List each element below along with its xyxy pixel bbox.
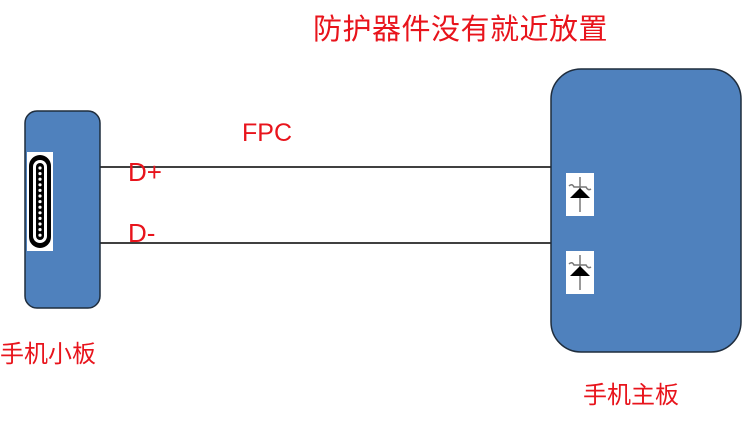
main-board [550, 68, 742, 353]
tvs-diode-icon [566, 251, 594, 294]
small-board-label: 手机小板 [0, 340, 96, 368]
usb-pin-dot [38, 222, 42, 226]
usb-pin-dot [38, 194, 42, 198]
d-minus-label: D- [128, 218, 156, 248]
usb-pin-dot [38, 183, 42, 187]
usb-c-connector-icon [27, 152, 53, 251]
diagram-title: 防护器件没有就近放置 [313, 12, 609, 46]
d-plus-label: D+ [128, 157, 162, 187]
usb-pin-dot [38, 216, 42, 220]
usb-pin-dot [38, 166, 42, 170]
usb-pin-dot [38, 188, 42, 192]
tvs-diode-icon [566, 173, 594, 216]
usb-pin-dot [38, 177, 42, 181]
usb-pin-dot [38, 233, 42, 237]
fpc-label: FPC [242, 119, 292, 147]
usb-pin-dot [38, 228, 42, 232]
usb-pin-dot [38, 205, 42, 209]
usb-pin-dot [38, 172, 42, 176]
usb-pin-dot [38, 200, 42, 204]
usb-pin-dot [38, 211, 42, 215]
main-board-label: 手机主板 [583, 381, 679, 409]
